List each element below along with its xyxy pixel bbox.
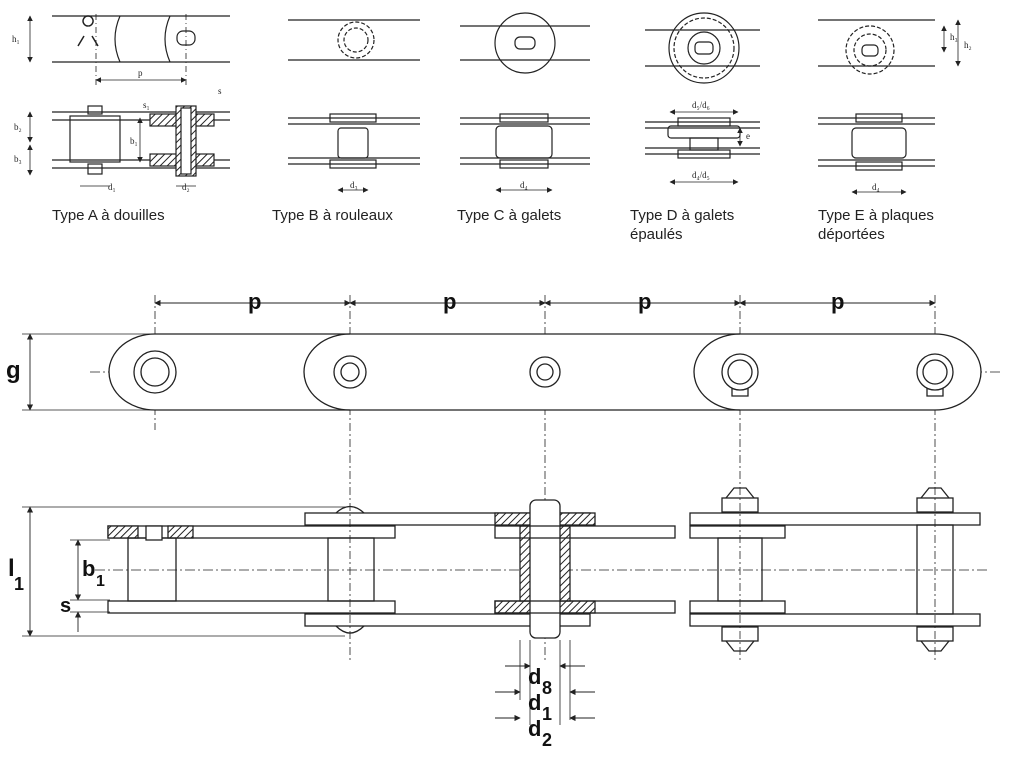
label-b1-small: b₁ [130, 136, 138, 146]
label-d8-sub: 8 [542, 678, 552, 698]
label-b1-sub: 1 [96, 573, 105, 590]
type-c-plan-view [460, 12, 590, 74]
type-b-section-view [288, 113, 420, 193]
label-s-big: s [60, 595, 71, 617]
label-g: g [6, 357, 21, 384]
caption-type-e-line1: Type E à plaques [818, 207, 934, 224]
label-d2-sub: 2 [542, 730, 552, 750]
type-d-section-view [645, 109, 760, 185]
caption-type-e: Type E à plaques déportées [818, 206, 934, 244]
label-h3: h₃ [950, 32, 958, 42]
label-p-3: p [638, 289, 651, 314]
label-s1: s₁ [143, 100, 150, 110]
label-b3: b₃ [14, 154, 22, 164]
label-d8: d [528, 664, 541, 689]
type-c-section-view [460, 113, 590, 193]
caption-type-a-line1: Type A à douilles [52, 207, 165, 224]
label-s: s [218, 86, 222, 96]
type-a-plan-view [27, 14, 230, 86]
label-b1: b [82, 556, 95, 581]
label-d5d6: d₅/d₆ [692, 100, 710, 110]
caption-type-e-line2: déportées [818, 226, 885, 243]
label-d1-big: d [528, 690, 541, 715]
type-e-section-view [818, 113, 935, 195]
label-l1: l [8, 555, 15, 582]
label-b2: b₂ [14, 122, 22, 132]
label-p-small: p [138, 68, 143, 78]
caption-type-d-line1: Type D à galets [630, 207, 735, 224]
label-d1-sub: 1 [542, 704, 552, 724]
caption-type-d-line2: épaulés [630, 226, 683, 243]
type-e-plan-view [818, 19, 961, 75]
type-d-plan-view [645, 12, 760, 84]
chain-section-view [22, 487, 990, 725]
label-d3: d₃ [350, 180, 358, 190]
caption-type-b-line1: Type B à rouleaux [272, 207, 393, 224]
label-l1-sub: 1 [14, 574, 24, 594]
caption-type-d: Type D à galets épaulés [630, 206, 734, 244]
label-h2: h₂ [964, 40, 972, 50]
label-p-2: p [443, 289, 456, 314]
label-h1: h₁ [12, 34, 20, 44]
caption-type-c: Type C à galets [457, 206, 561, 225]
caption-type-a: Type A à douilles [52, 206, 165, 225]
caption-type-c-line1: Type C à galets [457, 207, 562, 224]
label-e: e [746, 131, 750, 141]
caption-type-b: Type B à rouleaux [272, 206, 393, 225]
type-b-plan-view [288, 19, 420, 61]
label-d4-c: d₄ [520, 180, 528, 190]
label-p-4: p [831, 289, 844, 314]
label-d2-small: d₂ [182, 182, 190, 192]
label-d4d5: d₄/d₅ [692, 170, 710, 180]
chain-plan-view [22, 295, 1000, 660]
label-d2-big: d [528, 716, 541, 741]
label-p-1: p [248, 289, 261, 314]
label-d4-e: d₄ [872, 182, 880, 192]
type-a-section-view [27, 105, 230, 187]
label-d1-small: d₁ [108, 182, 116, 192]
